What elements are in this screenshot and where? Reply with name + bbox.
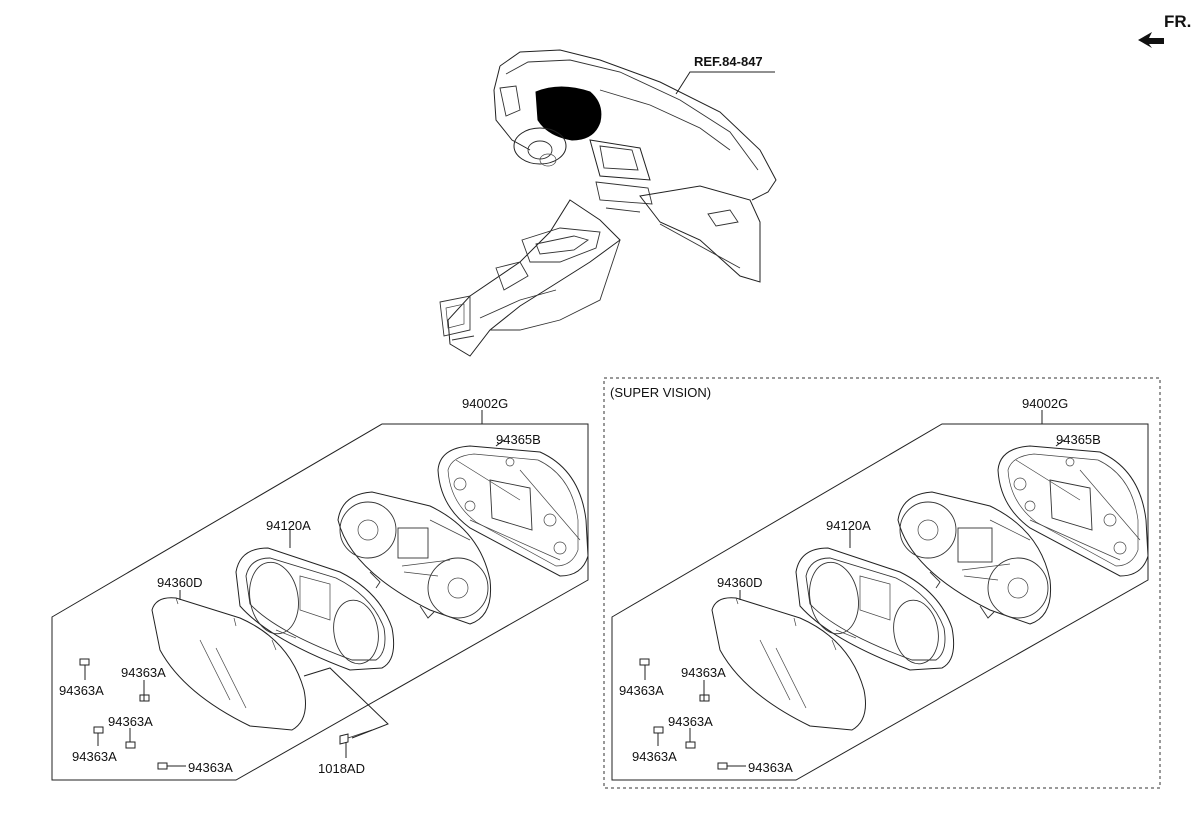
right-lens-label: 94360D bbox=[717, 575, 763, 590]
left-clip-label-4: 94363A bbox=[72, 749, 117, 764]
clip-icon bbox=[717, 762, 728, 770]
bezel-right bbox=[795, 547, 955, 671]
right-clip-label-3: 94363A bbox=[668, 714, 713, 729]
dashboard-illustration bbox=[439, 49, 777, 357]
right-clip-label-1: 94363A bbox=[619, 683, 664, 698]
left-pcb-label: 94365B bbox=[496, 432, 541, 447]
left-assembly-group bbox=[51, 410, 589, 781]
left-clip-label-1: 94363A bbox=[59, 683, 104, 698]
left-lens-label: 94360D bbox=[157, 575, 203, 590]
super-vision-title: (SUPER VISION) bbox=[610, 385, 711, 400]
left-assembly-label: 94002G bbox=[462, 396, 508, 411]
pcb-housing-right bbox=[997, 445, 1149, 577]
gauge-face-right bbox=[897, 491, 1052, 625]
lens-left bbox=[151, 597, 306, 731]
left-screw-label: 1018AD bbox=[318, 761, 365, 776]
left-gauge-label: 94120A bbox=[266, 518, 311, 533]
right-gauge-label: 94120A bbox=[826, 518, 871, 533]
front-direction-arrow-icon bbox=[1138, 32, 1164, 48]
right-assembly-label: 94002G bbox=[1022, 396, 1068, 411]
right-clip-label-4: 94363A bbox=[632, 749, 677, 764]
right-assembly-group bbox=[611, 410, 1149, 781]
left-clip-label-2: 94363A bbox=[121, 665, 166, 680]
cluster-location-highlight bbox=[535, 86, 602, 141]
right-clip-label-5: 94363A bbox=[748, 760, 793, 775]
pcb-housing-left bbox=[437, 445, 589, 577]
clip-icon bbox=[639, 658, 650, 666]
clip-icon bbox=[685, 741, 696, 749]
right-pcb-label: 94365B bbox=[1056, 432, 1101, 447]
front-label: FR. bbox=[1164, 12, 1191, 31]
left-clip-label-5: 94363A bbox=[188, 760, 233, 775]
left-clip-label-3: 94363A bbox=[108, 714, 153, 729]
clip-icon bbox=[653, 726, 664, 734]
bezel-left bbox=[235, 547, 395, 671]
clip-icon bbox=[79, 658, 90, 666]
gauge-face-left bbox=[337, 491, 492, 625]
ref-label: REF.84-847 bbox=[694, 54, 763, 69]
lens-right bbox=[711, 597, 866, 731]
super-vision-frame bbox=[603, 377, 1161, 789]
clip-icon bbox=[157, 762, 168, 770]
clip-icon bbox=[93, 726, 104, 734]
right-clip-label-2: 94363A bbox=[681, 665, 726, 680]
clip-icon bbox=[125, 741, 136, 749]
